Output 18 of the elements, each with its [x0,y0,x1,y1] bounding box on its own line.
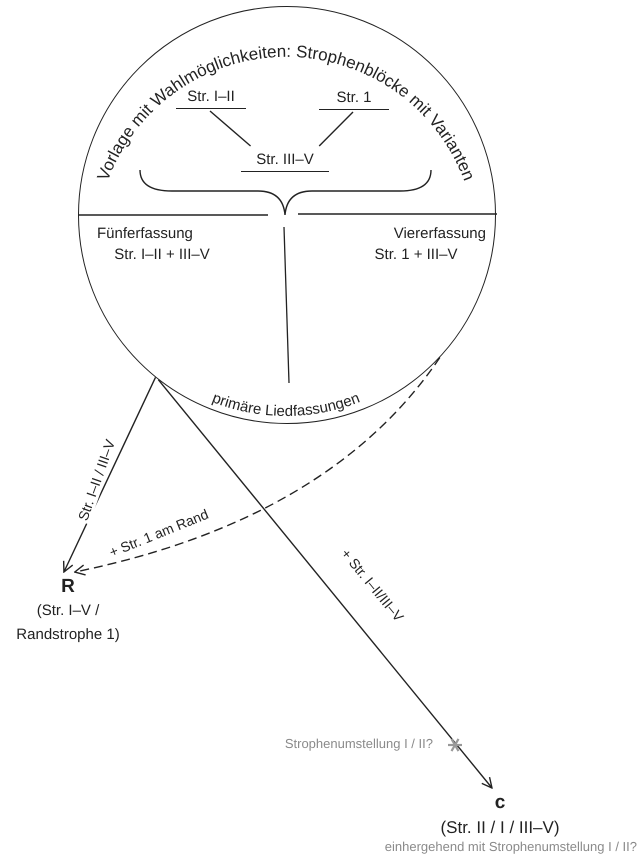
note-text: einhergehend mit Strophenumstellung I / II? [384,839,637,854]
curved-label: primäre Liedfassungen [210,390,362,420]
connector-line [318,112,354,146]
connector-line [210,110,252,147]
underlined-strophe-label: Str. III–V [241,150,329,172]
circle-shape [78,6,496,424]
version-siglum: c [494,791,506,815]
version-siglum: R [60,575,76,599]
strophe-label: Str. 1 + III–V [374,245,458,265]
note-text: Strophenumstellung I / II? [284,736,433,751]
arrow [62,377,156,573]
arrow [158,379,493,789]
version-content: (Str. I–V / Randstrophe 1) [15,601,121,645]
version-heading: Viererfassung [392,224,486,244]
version-heading: Fünferfassung [97,224,194,244]
strophe-label: Str. I–II + III–V [113,245,211,265]
dashed-arrow [74,357,440,576]
version-content: (Str. II / I / III–V) [439,817,561,839]
